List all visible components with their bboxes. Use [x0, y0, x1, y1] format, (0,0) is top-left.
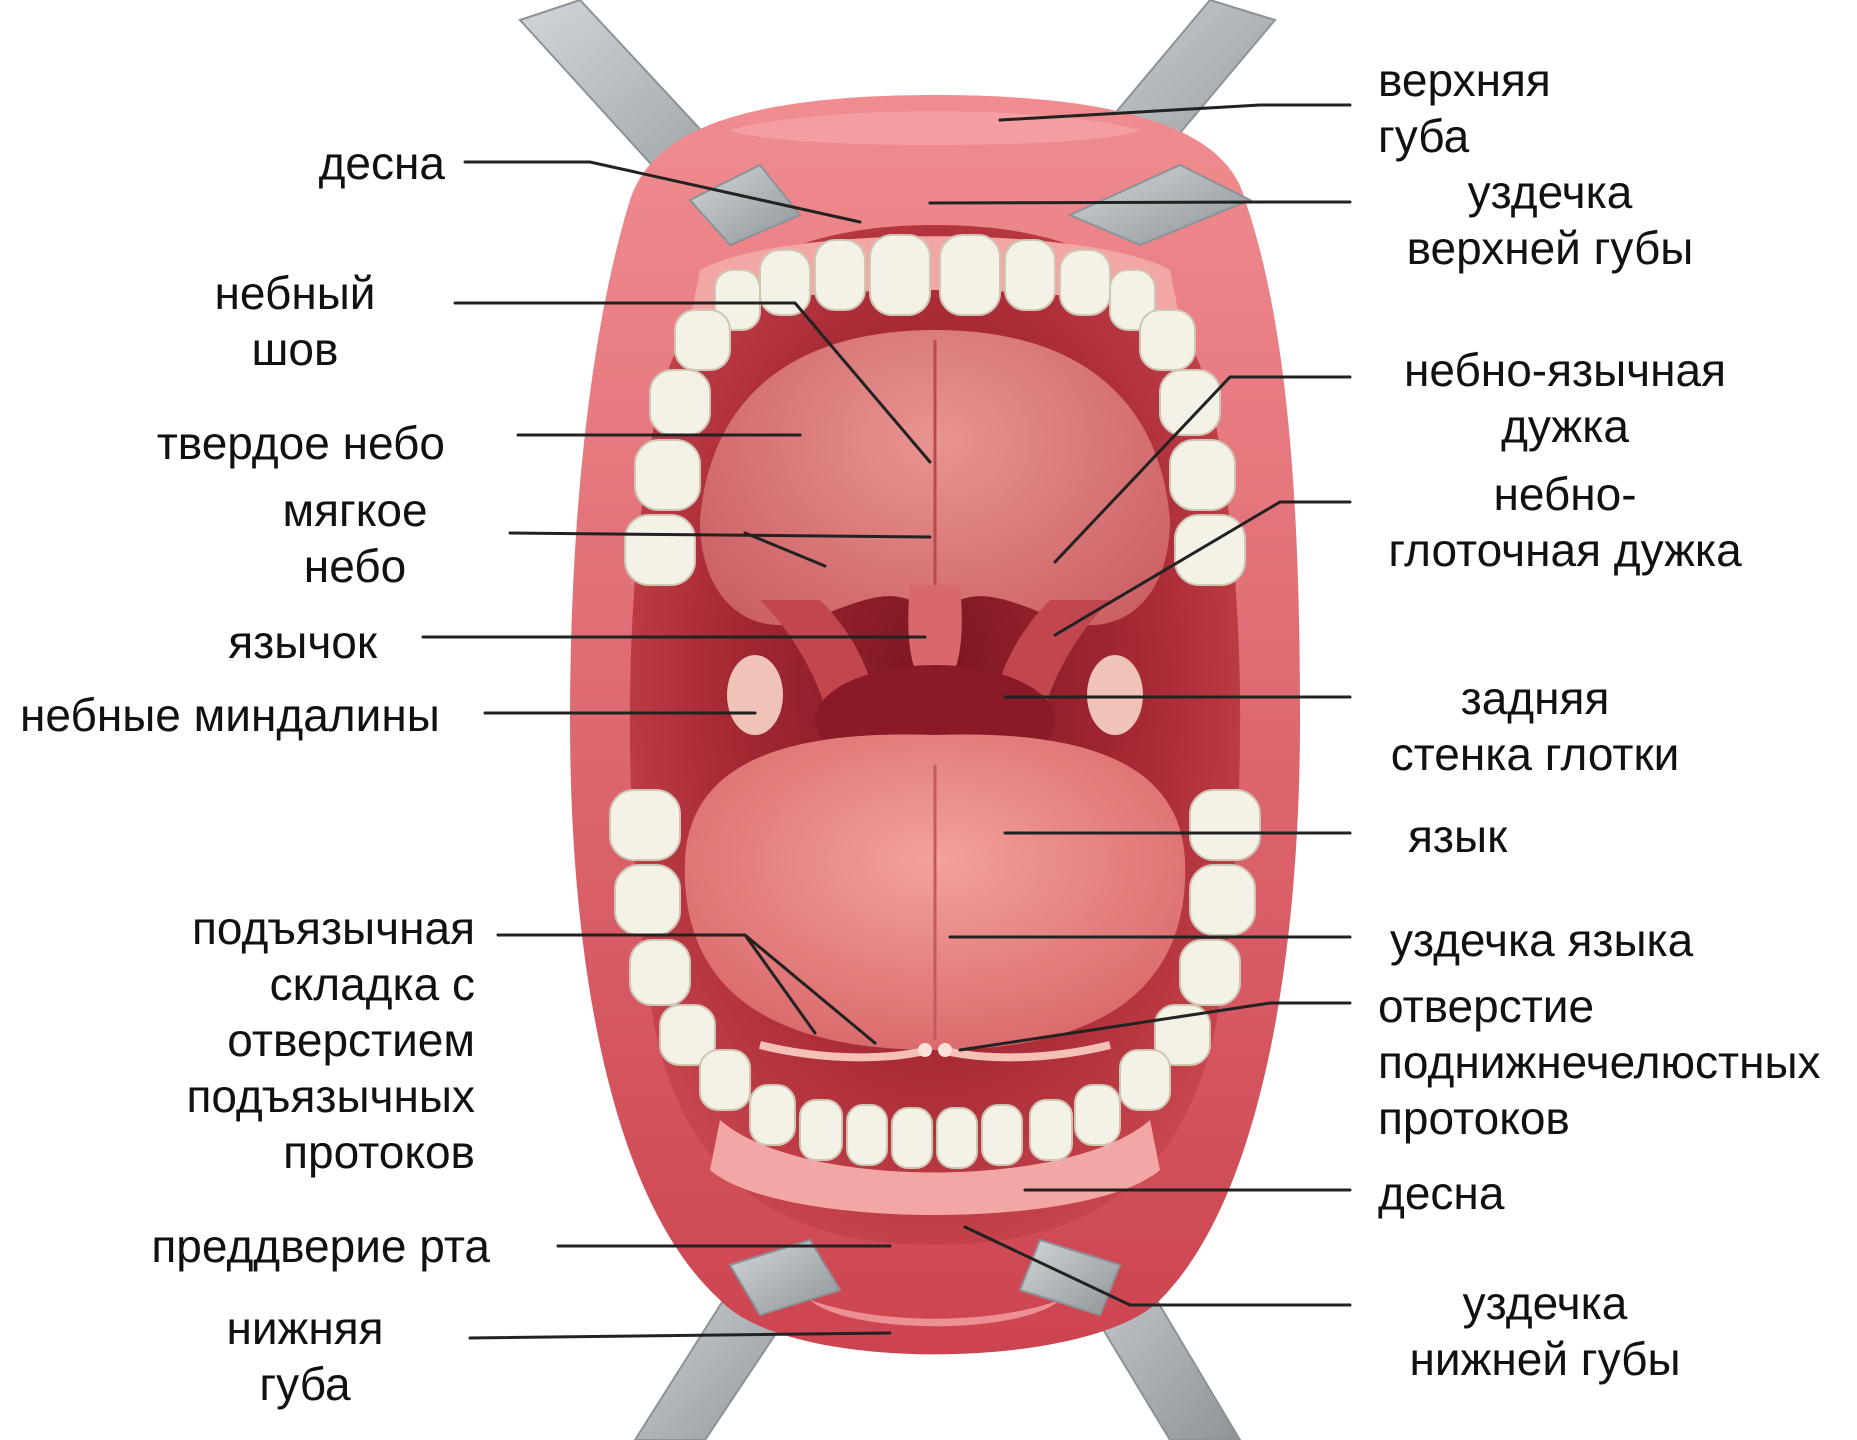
label-gum-upper: десна [319, 135, 445, 191]
label-palatine-raphe: небный шов [200, 265, 390, 377]
label-upper-lip: верхняя губа [1378, 52, 1551, 164]
label-lower-lip: нижняя губа [215, 1300, 395, 1412]
label-tongue-frenulum: уздечка языка [1390, 912, 1693, 968]
label-posterior-pharyngeal-wall: задняя стенка глотки [1375, 670, 1695, 782]
label-palatoglossal-arch: небно-язычная дужка [1385, 342, 1745, 454]
label-palatine-tonsils: небные миндалины [20, 687, 440, 743]
label-uvula: язычок [228, 614, 377, 670]
label-lower-lip-frenulum: уздечка нижней губы [1395, 1275, 1695, 1387]
label-submandibular-duct-openings: отверстие поднижнечелюстных протоков [1378, 978, 1821, 1146]
label-palatopharyngeal-arch: небно- глоточная дужка [1375, 466, 1755, 578]
label-tongue: язык [1408, 808, 1507, 864]
label-gum-lower: десна [1378, 1165, 1504, 1221]
tongue-shape [685, 734, 1185, 1050]
label-sublingual-fold: подъязычная складка с отверстием подъязы… [186, 900, 475, 1180]
leader-upper-lip-frenulum [930, 202, 1350, 203]
label-hard-palate: твердое небо [157, 415, 445, 471]
label-soft-palate: мягкое небо [265, 482, 445, 594]
label-upper-lip-frenulum: уздечка верхней губы [1390, 164, 1710, 276]
label-oral-vestibule: преддверие рта [151, 1218, 490, 1274]
